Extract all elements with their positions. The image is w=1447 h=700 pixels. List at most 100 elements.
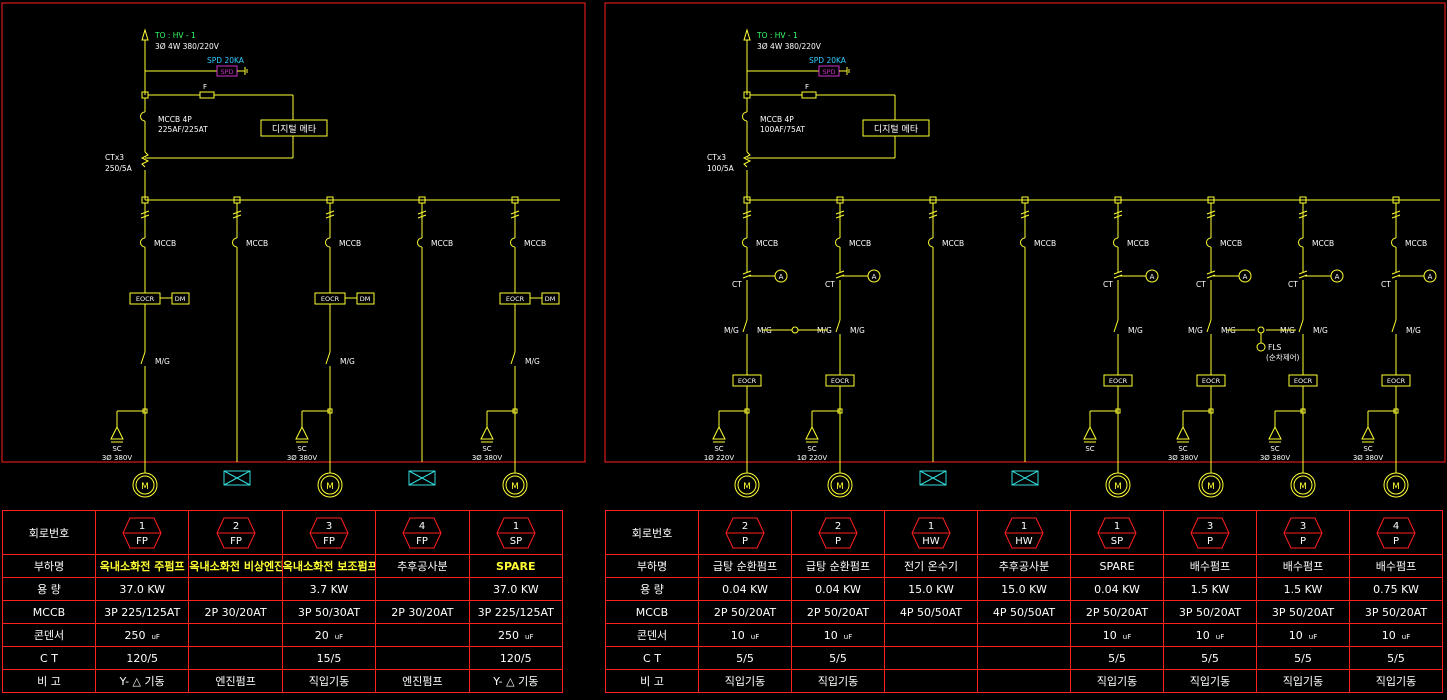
left-table-cell: 15/5 bbox=[281, 646, 377, 670]
svg-text:P: P bbox=[1207, 536, 1213, 547]
left-branch-3-sc-label: SC bbox=[297, 445, 306, 453]
svg-text:1: 1 bbox=[513, 521, 519, 532]
right-branch-8-sc-rating: 3Ø 380V bbox=[1353, 454, 1384, 462]
digital-meter-box bbox=[260, 119, 328, 137]
right-table-row-label: 부하명 bbox=[605, 554, 699, 578]
svg-text:SP: SP bbox=[510, 536, 522, 547]
spd-label: SPD 20KA bbox=[207, 56, 245, 65]
right-branch-6-ammeter bbox=[1238, 269, 1252, 283]
svg-text:FP: FP bbox=[323, 536, 335, 547]
left-branch-5-dm-label: DM bbox=[545, 295, 556, 303]
ct-ratio: 100/5A bbox=[707, 164, 735, 173]
right-branch-7-ammeter-label: A bbox=[1335, 273, 1340, 281]
left-table-cell: 120/5 bbox=[468, 646, 564, 670]
right-table-cell: 4P 50/50AT bbox=[884, 600, 978, 624]
left-branch-2-fan-box bbox=[223, 470, 251, 486]
right-table-row-label: 콘덴서 bbox=[605, 623, 699, 647]
right-table-row-label: MCCB bbox=[605, 600, 699, 624]
right-branch-7-sc-rating: 3Ø 380V bbox=[1260, 454, 1291, 462]
right-table-cell bbox=[884, 646, 978, 670]
source-label: TO : HV - 1 bbox=[756, 31, 798, 40]
left-table-row-label: MCCB bbox=[2, 600, 96, 624]
right-branch-7-motor-label: M bbox=[1299, 482, 1307, 492]
branch-mccb-symbol bbox=[325, 237, 331, 248]
left-branch-5-motor-label: M bbox=[511, 482, 519, 492]
left-table-cell: 추후공사분 bbox=[375, 554, 470, 578]
left-branch-5-sc-rating: 3Ø 380V bbox=[472, 454, 503, 462]
source-arrow bbox=[743, 28, 751, 41]
left-branch-5-dm-box bbox=[541, 292, 560, 305]
right-branch-8-mg-contact bbox=[1391, 319, 1397, 333]
right-table-cell bbox=[977, 646, 1071, 670]
svg-text:FP: FP bbox=[136, 536, 148, 547]
right-branch-5-ammeter-label: A bbox=[1150, 273, 1155, 281]
flow-switch-symbol bbox=[1256, 342, 1266, 352]
left-table-row-label: 비 고 bbox=[2, 669, 96, 693]
svg-text:1: 1 bbox=[139, 521, 145, 532]
right-branch-6-ct-label: CT bbox=[1196, 280, 1206, 289]
source-label: TO : HV - 1 bbox=[154, 31, 196, 40]
left-table-cell bbox=[375, 646, 470, 670]
right-branch-5-sc-label: SC bbox=[1085, 445, 1094, 453]
right-branch-8-ammeter bbox=[1423, 269, 1437, 283]
right-table-cell: 5/5 bbox=[791, 646, 885, 670]
right-branch-2-ct-symbol bbox=[835, 270, 845, 279]
right-table-row-label: 비 고 bbox=[605, 669, 699, 693]
right-table-cell: 추후공사분 bbox=[977, 554, 1071, 578]
uf-unit: uF bbox=[1215, 632, 1225, 641]
branch-mccb-label: MCCB bbox=[431, 239, 453, 248]
right-table-cell: 1.5 KW bbox=[1256, 577, 1350, 601]
right-branch-5-ct-label: CT bbox=[1103, 280, 1113, 289]
right-branch-6-ammeter-label: A bbox=[1243, 273, 1248, 281]
left-branch-1-mg-label: M/G bbox=[155, 357, 170, 366]
left-branch-1-mg-contact bbox=[140, 351, 146, 365]
right-branch-8-eocr-label: EOCR bbox=[1387, 377, 1406, 385]
right-branch-2-sc-rating: 1Ø 220V bbox=[797, 454, 828, 462]
svg-text:P: P bbox=[742, 536, 748, 547]
right-table-cell: 전기 온수기 bbox=[884, 554, 978, 578]
right-table-row-label: 용 량 bbox=[605, 577, 699, 601]
left-branch-3-eocr-label: EOCR bbox=[321, 295, 340, 303]
right-table-cell: 0.04 KW bbox=[791, 577, 885, 601]
right-branch-2-eocr-label: EOCR bbox=[831, 377, 850, 385]
main-breaker-symbol bbox=[742, 111, 748, 122]
left-branch-1-dm-box bbox=[171, 292, 190, 305]
left-branch-1-motor-inner bbox=[135, 475, 155, 495]
ct-label: CTx3 bbox=[105, 153, 124, 162]
svg-text:P: P bbox=[1393, 536, 1399, 547]
ct-label: CTx3 bbox=[707, 153, 726, 162]
uf-unit: uF bbox=[843, 632, 853, 641]
left-table-row-label: 용 량 bbox=[2, 577, 96, 601]
right-branch-1-motor-inner bbox=[737, 475, 757, 495]
interlock-node-1 bbox=[791, 326, 799, 334]
branch-mccb-label: MCCB bbox=[1405, 239, 1427, 248]
right-table-cell bbox=[977, 669, 1071, 693]
main-breaker-symbol bbox=[140, 111, 146, 122]
branch-mccb-label: MCCB bbox=[524, 239, 546, 248]
branch-mccb-label: MCCB bbox=[1220, 239, 1242, 248]
left-branch-5-eocr-label: EOCR bbox=[506, 295, 525, 303]
right-branch-7-mg-contact bbox=[1298, 319, 1304, 333]
left-table-cell: 직입기동 bbox=[281, 669, 377, 693]
svg-text:1: 1 bbox=[1021, 521, 1027, 532]
branch-mccb-symbol bbox=[742, 237, 748, 248]
svg-text:SP: SP bbox=[1111, 536, 1123, 547]
flow-switch-note: (순차제어) bbox=[1266, 352, 1300, 362]
right-branch-2-mg-contact bbox=[835, 319, 841, 333]
right-table-cell bbox=[884, 623, 978, 647]
